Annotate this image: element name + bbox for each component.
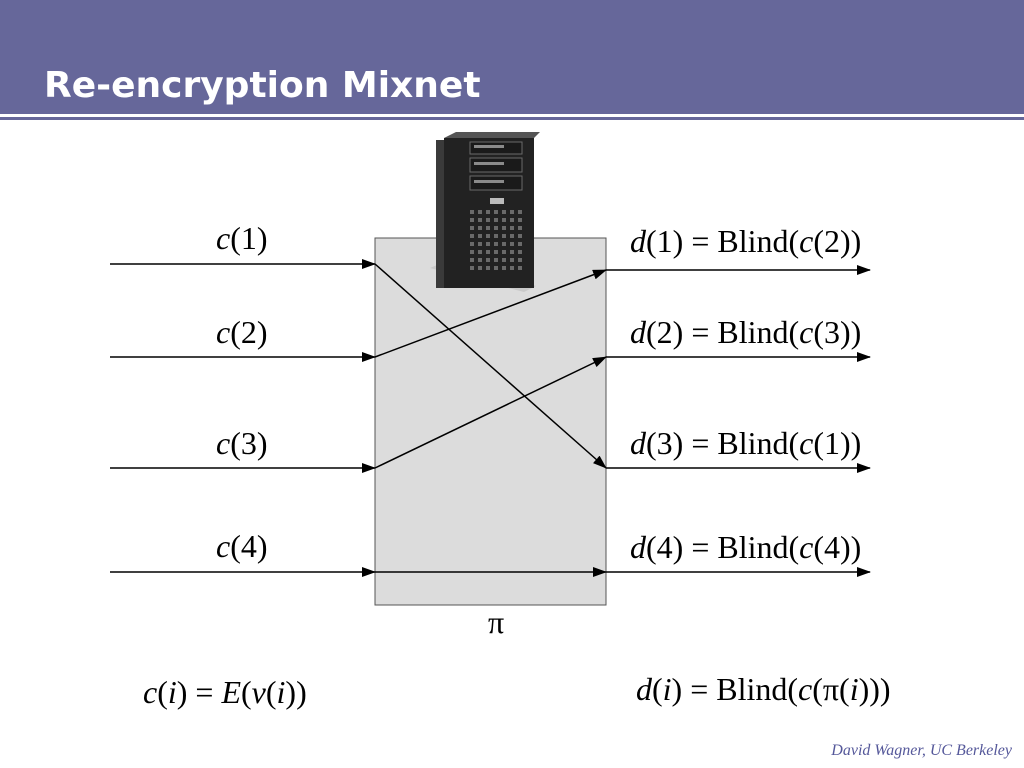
input-formula: c(i) = E(v(i)) <box>143 676 307 708</box>
output-label-3: d(3) = Blind(c(1)) <box>630 427 861 459</box>
server-tower-icon <box>430 132 540 292</box>
author-credit: David Wagner, UC Berkeley <box>831 742 1012 760</box>
input-label-4: c(4) <box>216 530 268 562</box>
mixer-box <box>375 238 606 605</box>
output-formula: d(i) = Blind(c(π(i))) <box>636 673 891 705</box>
permutation-symbol: π <box>488 606 504 638</box>
input-arrows <box>110 264 375 572</box>
input-label-3: c(3) <box>216 427 268 459</box>
output-label-2: d(2) = Blind(c(3)) <box>630 316 861 348</box>
output-label-1: d(1) = Blind(c(2)) <box>630 225 861 257</box>
input-label-2: c(2) <box>216 316 268 348</box>
input-label-1: c(1) <box>216 222 268 254</box>
output-label-4: d(4) = Blind(c(4)) <box>630 531 861 563</box>
